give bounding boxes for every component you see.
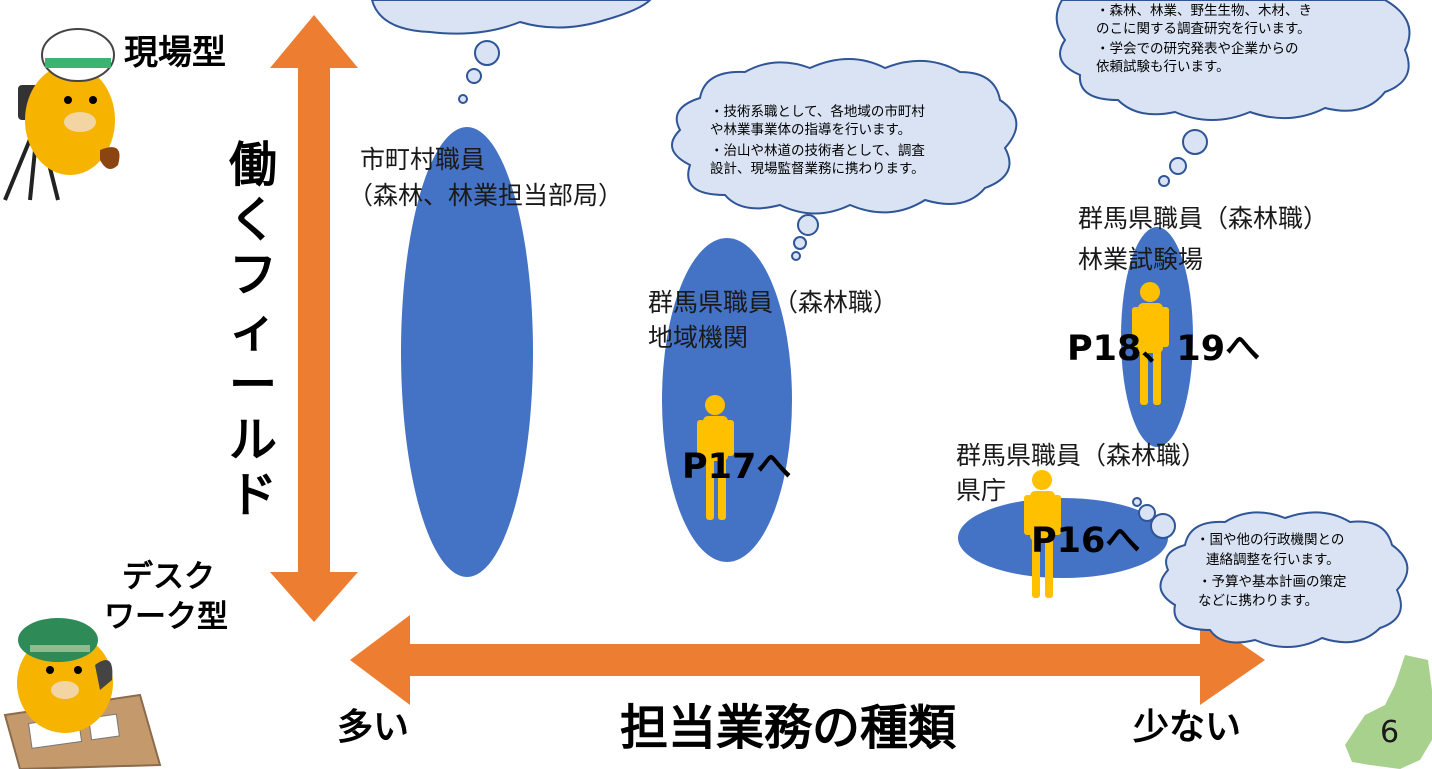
node-municipal-line1: 市町村職員 xyxy=(360,145,486,174)
prefectural-ellipse xyxy=(958,498,1168,578)
gunma-map-icon xyxy=(1345,655,1432,769)
axis-vertical-title-char: ド xyxy=(228,467,277,523)
axis-horizontal-left-label: 多い xyxy=(337,707,410,748)
node-prefectural-line2: 県庁 xyxy=(956,476,1007,505)
thought-cloud-experiment xyxy=(1055,0,1411,187)
node-experiment-line1: 群馬県職員（森林職） xyxy=(1078,204,1329,233)
cloud-experiment-line3: ・学会での研究発表や企業からの xyxy=(1096,41,1299,57)
axis-vertical-title-char: ィ xyxy=(228,302,277,358)
horizontal-axis-arrow xyxy=(350,615,1265,705)
page-number: 6 xyxy=(1380,715,1400,750)
node-regional-line2: 地域機関 xyxy=(648,323,749,352)
page-ref-regional[interactable]: P17へ xyxy=(682,447,792,487)
axis-field-bottom-label-line1: デスク xyxy=(122,559,215,595)
node-regional-line1: 群馬県職員（森林職） xyxy=(648,288,899,317)
axis-vertical-title-char: フ xyxy=(228,247,277,303)
thought-cloud-regional xyxy=(671,58,1018,261)
axis-vertical-title-char: ル xyxy=(228,412,277,468)
node-experiment-line2: 林業試験場 xyxy=(1078,245,1204,274)
person-silhouette-regional xyxy=(697,395,734,520)
cloud-regional-line4: 設計、現場監督業務に携わります。 xyxy=(710,161,925,177)
cloud-experiment-line4: 依頼試験も行います。 xyxy=(1096,59,1230,75)
cloud-prefectural-line3: ・予算や基本計画の策定 xyxy=(1198,574,1347,590)
axis-horizontal-title: 担当業務の種類 xyxy=(620,700,957,756)
axis-vertical-title: 働くフィールド xyxy=(228,138,278,523)
axis-field-top-label: 現場型 xyxy=(124,33,226,73)
page-ref-experiment[interactable]: P18、19へ xyxy=(1067,329,1261,369)
cloud-prefectural-line2: 連絡調整を行います。 xyxy=(1206,552,1340,568)
municipal-ellipse xyxy=(401,127,533,577)
regional-ellipse xyxy=(662,238,792,562)
person-silhouette-prefectural xyxy=(1024,470,1061,598)
node-municipal-line2: （森林、林業担当部局） xyxy=(348,181,624,210)
person-silhouette-experiment xyxy=(1132,282,1169,405)
cloud-prefectural-line4: などに携わります。 xyxy=(1198,593,1319,609)
cloud-regional-line2: や林業事業体の指導を行います。 xyxy=(710,122,912,138)
mascot-surveyor-icon xyxy=(3,28,120,201)
axis-vertical-title-char: 働 xyxy=(228,137,277,193)
cloud-experiment-line1: ・森林、林業、野生生物、木材、き xyxy=(1096,3,1312,19)
vertical-axis-arrow xyxy=(270,15,358,622)
cloud-experiment-line2: のこに関する調査研究を行います。 xyxy=(1096,21,1311,37)
node-prefectural-line1: 群馬県職員（森林職） xyxy=(956,441,1207,470)
axis-vertical-title-char: く xyxy=(228,192,277,248)
page-ref-prefectural[interactable]: P16へ xyxy=(1031,521,1141,561)
cloud-regional-line3: ・治山や林道の技術者として、調査 xyxy=(710,143,925,159)
thought-cloud-prefectural xyxy=(1132,497,1409,649)
cloud-regional-line1: ・技術系職として、各地域の市町村 xyxy=(710,104,925,120)
axis-horizontal-right-label: 少ない xyxy=(1133,707,1242,748)
cloud-prefectural-line1: ・国や他の行政機関との xyxy=(1196,532,1345,548)
axis-field-bottom-label-line2: ワーク型 xyxy=(104,599,228,635)
thought-cloud-top-fragment xyxy=(370,0,652,104)
mascot-desk-icon xyxy=(3,618,162,769)
axis-vertical-title-char: ー xyxy=(228,357,277,413)
